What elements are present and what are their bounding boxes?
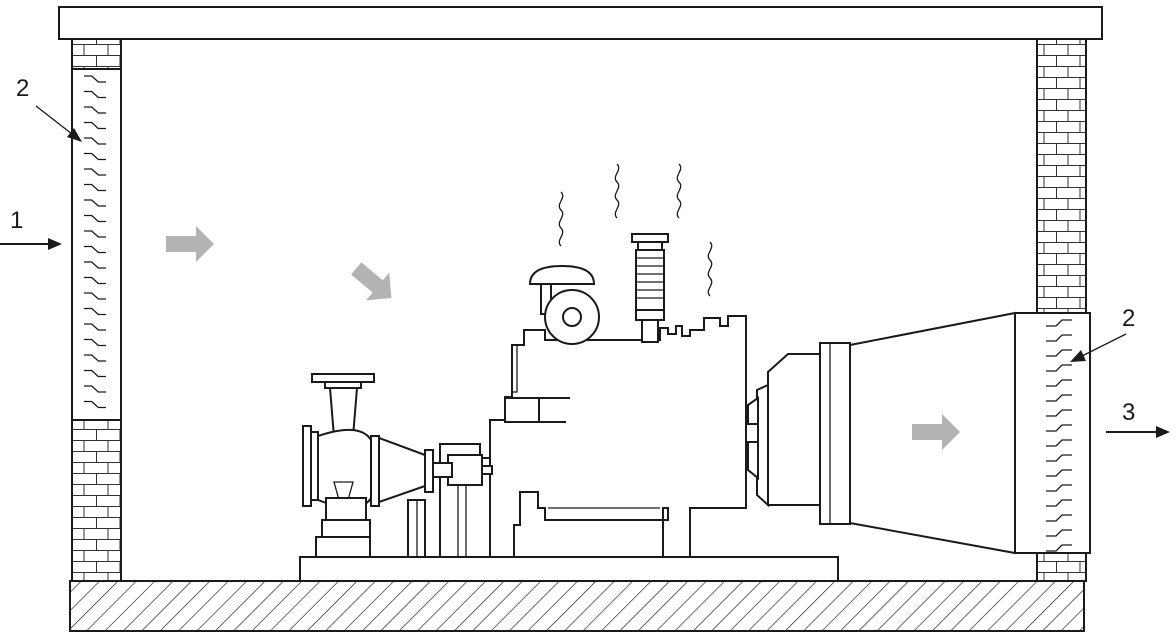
callout-louver-left: 2 <box>16 75 82 142</box>
louver-slat <box>84 137 106 145</box>
louver-slat <box>1046 319 1072 327</box>
louver-slat <box>1046 514 1072 522</box>
exhaust-muffler <box>631 233 669 343</box>
floor-slab <box>69 580 1085 632</box>
pump <box>302 373 434 558</box>
louver-slat <box>1046 394 1072 402</box>
louver-slat <box>1046 409 1072 417</box>
radiator-fan-housing <box>743 353 821 508</box>
louver-slat <box>84 121 106 130</box>
louver-slat <box>1046 469 1072 477</box>
callout-louver-right: 2 <box>1070 305 1135 362</box>
louver-slat <box>84 152 106 161</box>
airflow-arrow-diagonal <box>351 262 392 301</box>
louver-slat <box>84 75 106 83</box>
louver-right <box>1014 312 1091 554</box>
louver-slat <box>84 214 106 223</box>
louver-slat <box>84 106 106 114</box>
louver-slat <box>84 230 106 238</box>
louver-slat <box>1046 364 1072 372</box>
louver-slat <box>1046 529 1072 537</box>
louver-slat <box>84 261 106 269</box>
louver-slat <box>1046 544 1072 552</box>
louver-slat <box>84 385 106 393</box>
louver-slat <box>84 369 106 378</box>
louver-slat <box>1046 424 1072 432</box>
callout-outlet: 3 <box>1106 399 1170 438</box>
louver-slat <box>84 276 106 285</box>
airflow-arrows <box>166 226 960 450</box>
air-filter <box>528 264 600 345</box>
louver-slat <box>84 168 106 176</box>
base-skid <box>299 556 839 582</box>
louver-slat <box>1046 334 1072 342</box>
louver-slat <box>1046 484 1072 492</box>
airflow-arrow-inlet <box>166 226 214 262</box>
callout-louver-left-label: 2 <box>16 75 29 102</box>
louver-slat <box>84 400 106 409</box>
callout-outlet-label: 3 <box>1122 399 1135 426</box>
louver-slat <box>84 245 106 254</box>
louver-slat <box>84 323 106 331</box>
airflow-arrow-outlet <box>912 414 960 450</box>
heat-waves <box>558 163 713 297</box>
louver-slat <box>1046 379 1072 387</box>
engine-block <box>489 315 747 558</box>
louver-slat <box>84 292 106 300</box>
louver-slat <box>1046 454 1072 462</box>
callout-inlet-label: 1 <box>10 207 23 234</box>
louver-slat <box>1046 499 1072 507</box>
coupling <box>431 443 493 558</box>
callout-louver-right-label: 2 <box>1122 305 1135 332</box>
callout-inlet: 1 <box>0 207 62 250</box>
roof-slab <box>58 6 1103 40</box>
louver-slat <box>84 199 106 207</box>
louver-slat <box>84 183 106 192</box>
louver-slat <box>84 307 106 316</box>
louver-left <box>71 68 122 421</box>
louver-slat <box>84 338 106 347</box>
left-wall <box>71 38 122 582</box>
louver-slat <box>84 90 106 99</box>
louver-slat <box>84 354 106 362</box>
louver-slat <box>1046 439 1072 447</box>
louver-slat <box>1046 349 1072 357</box>
